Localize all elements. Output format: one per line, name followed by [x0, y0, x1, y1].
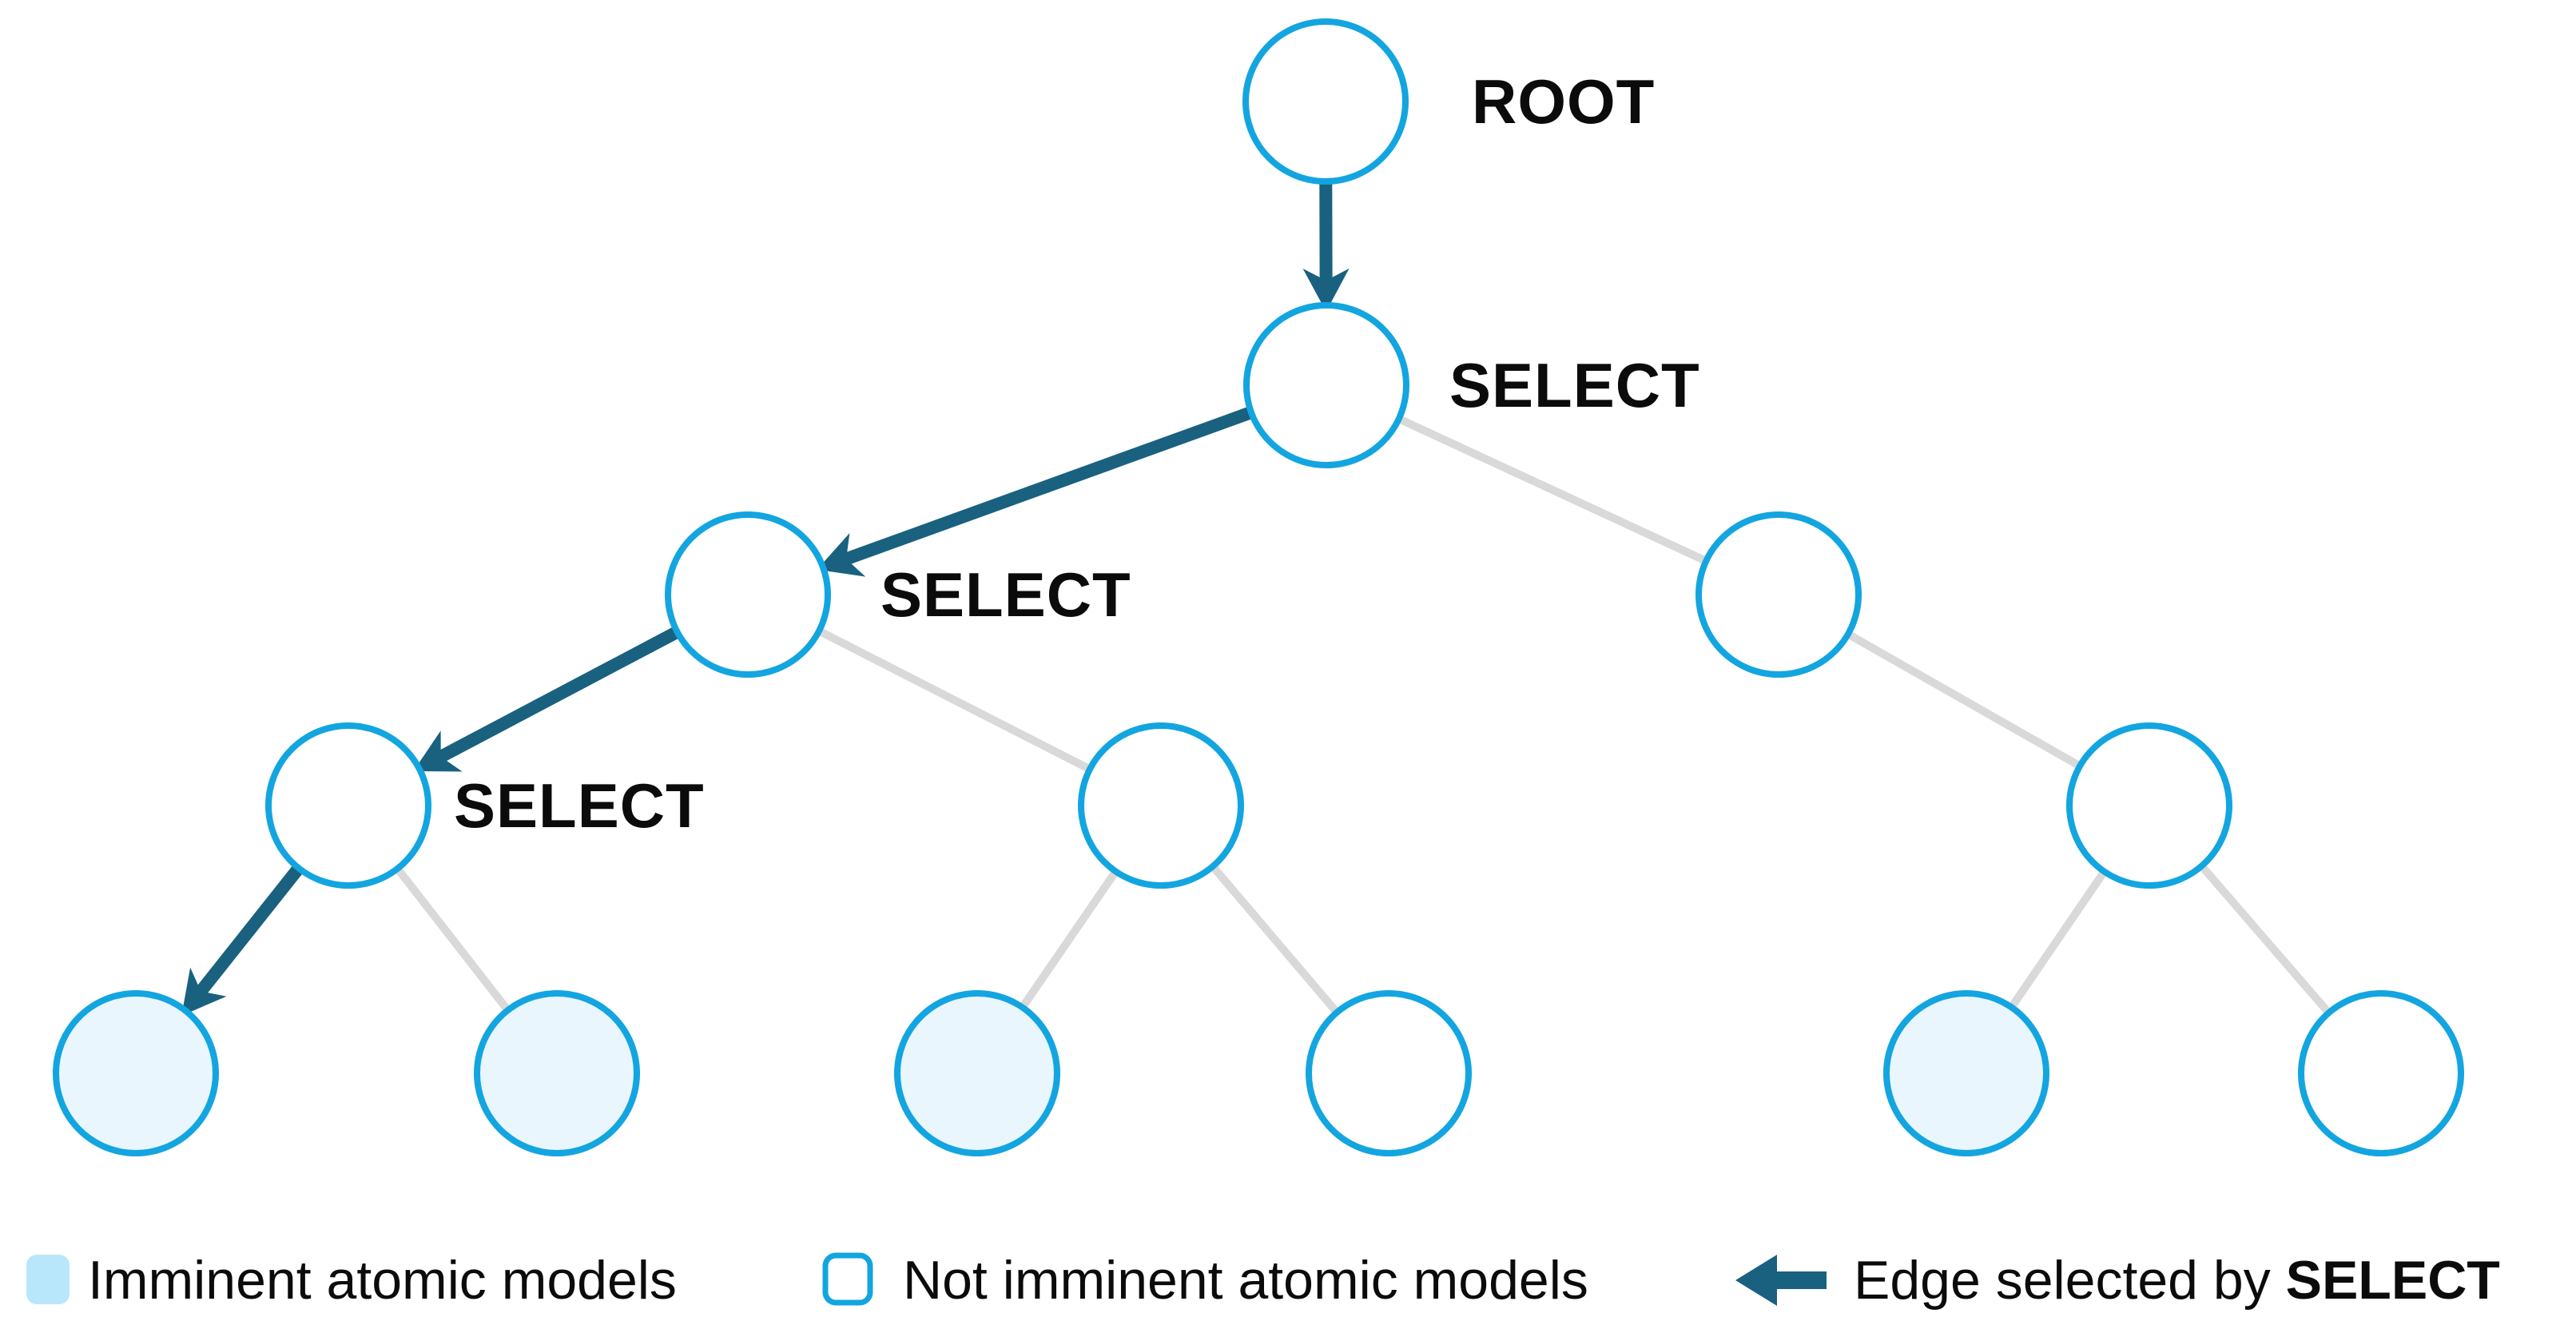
node-label-root: ROOT: [1472, 66, 1655, 137]
selected-arrowhead-icon: [817, 533, 866, 577]
legend-imminent-swatch-icon: [26, 1255, 70, 1304]
legend-not-imminent-swatch-icon: [822, 1252, 873, 1306]
tree-node-n2: [665, 511, 831, 678]
legend-not-imminent-label: Not imminent atomic models: [903, 1250, 1588, 1311]
edge-n6-leaf6: [2199, 864, 2332, 1015]
selected-arrowhead-icon: [181, 967, 227, 1016]
edge-n1-n3: [1397, 415, 1707, 565]
selected-arrowhead-icon: [413, 730, 463, 772]
edge-n5-leaf4: [1210, 864, 1340, 1015]
tree-node-n6: [2066, 722, 2232, 889]
node-label-n4: SELECT: [454, 770, 705, 841]
legend-selected-edge-arrow-icon: [1735, 1255, 1827, 1306]
legend-selected-edge-label: Edge selected by SELECT: [1854, 1250, 2500, 1311]
selected-edge-n4-leaf1: [194, 865, 303, 997]
legend-selected-edge-label-operator: SELECT: [2286, 1250, 2500, 1311]
selected-edge-n1-n2: [842, 407, 1252, 566]
node-label-n2: SELECT: [881, 559, 1131, 630]
tree-node-leaf1: [53, 990, 219, 1156]
legend-selected-edge-label-prefix: Edge selected by: [1854, 1250, 2286, 1311]
tree-node-leaf6: [2298, 990, 2464, 1156]
edge-n5-leaf3: [1020, 869, 1119, 1009]
tree-node-leaf2: [474, 990, 640, 1156]
tree-node-root: [1242, 18, 1409, 185]
edge-n3-n6: [1847, 631, 2081, 770]
selected-edge-n2-n4: [436, 627, 679, 763]
legend-imminent-label: Imminent atomic models: [88, 1250, 677, 1311]
tree-node-n3: [1695, 511, 1862, 678]
tree-node-leaf3: [894, 990, 1060, 1156]
tree-node-n4: [265, 722, 431, 889]
node-label-n1: SELECT: [1449, 350, 1700, 420]
tree-node-leaf5: [1883, 990, 2049, 1156]
edge-n6-leaf5: [2008, 869, 2108, 1009]
tree-node-n1: [1243, 302, 1409, 468]
selected-arrowhead-icon: [1302, 268, 1350, 312]
tree-node-n5: [1078, 722, 1244, 889]
tree-node-leaf4: [1306, 990, 1472, 1156]
edge-n2-n5: [817, 627, 1091, 773]
edge-n4-leaf2: [395, 866, 511, 1013]
